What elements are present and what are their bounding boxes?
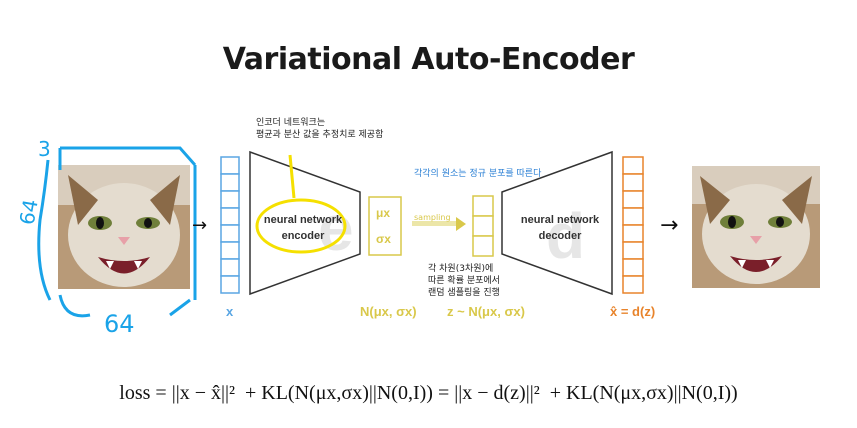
- normal-dist-note: 각각의 원소는 정규 분포를 따른다: [414, 169, 542, 179]
- arrow-right-icon: →: [192, 215, 208, 236]
- label-z-dist: z ~ N(μx, σx): [447, 304, 525, 319]
- arrow-right-icon-2: →: [660, 213, 679, 238]
- decoder-label-line1: neural network: [520, 214, 600, 226]
- page-title: Variational Auto-Encoder: [222, 42, 635, 77]
- latent-sigma: σx: [376, 232, 391, 246]
- input-vector: [220, 156, 240, 294]
- z-vector: [472, 195, 494, 257]
- label-n-dist: N(μx, σx): [360, 304, 417, 319]
- encoder-label-line2: encoder: [281, 230, 325, 242]
- cat-image-output: [692, 166, 820, 288]
- cat-image-input: [58, 165, 190, 289]
- latent-mu: μx: [376, 206, 391, 220]
- decoder-watermark: d: [546, 200, 585, 272]
- decoder-block: d: [501, 150, 613, 296]
- encoder-note: 인코더 네트워크는 평균과 분산 값을 추정치로 제공함: [256, 118, 384, 140]
- handwritten-64-left: 64: [14, 197, 43, 227]
- decoder-label-line2: decoder: [538, 230, 582, 242]
- handwritten-64-bottom: 64: [104, 310, 135, 338]
- loss-formula: loss = ||x − x̂||² + KL(N(μx,σx)||N(0,I)…: [119, 382, 738, 404]
- latent-box: [368, 196, 402, 256]
- encoder-label-line1: neural network: [263, 214, 343, 226]
- sampling-arrow-icon: [412, 217, 466, 231]
- encoder-label: neural network encoder: [258, 212, 348, 244]
- label-xhat: x̂ = d(z): [610, 304, 656, 319]
- encoder-block: e: [249, 150, 361, 296]
- sampling-note: 각 차원(3차원)에 따른 확률 분포에서 랜덤 샘플링을 진행: [428, 264, 500, 298]
- sampling-label: sampling: [414, 213, 451, 222]
- label-x: x: [226, 304, 234, 319]
- decoder-label: neural network decoder: [512, 212, 608, 244]
- handwritten-3: 3: [38, 137, 51, 161]
- output-vector: [622, 156, 644, 294]
- handwritten-annotations: [37, 146, 197, 318]
